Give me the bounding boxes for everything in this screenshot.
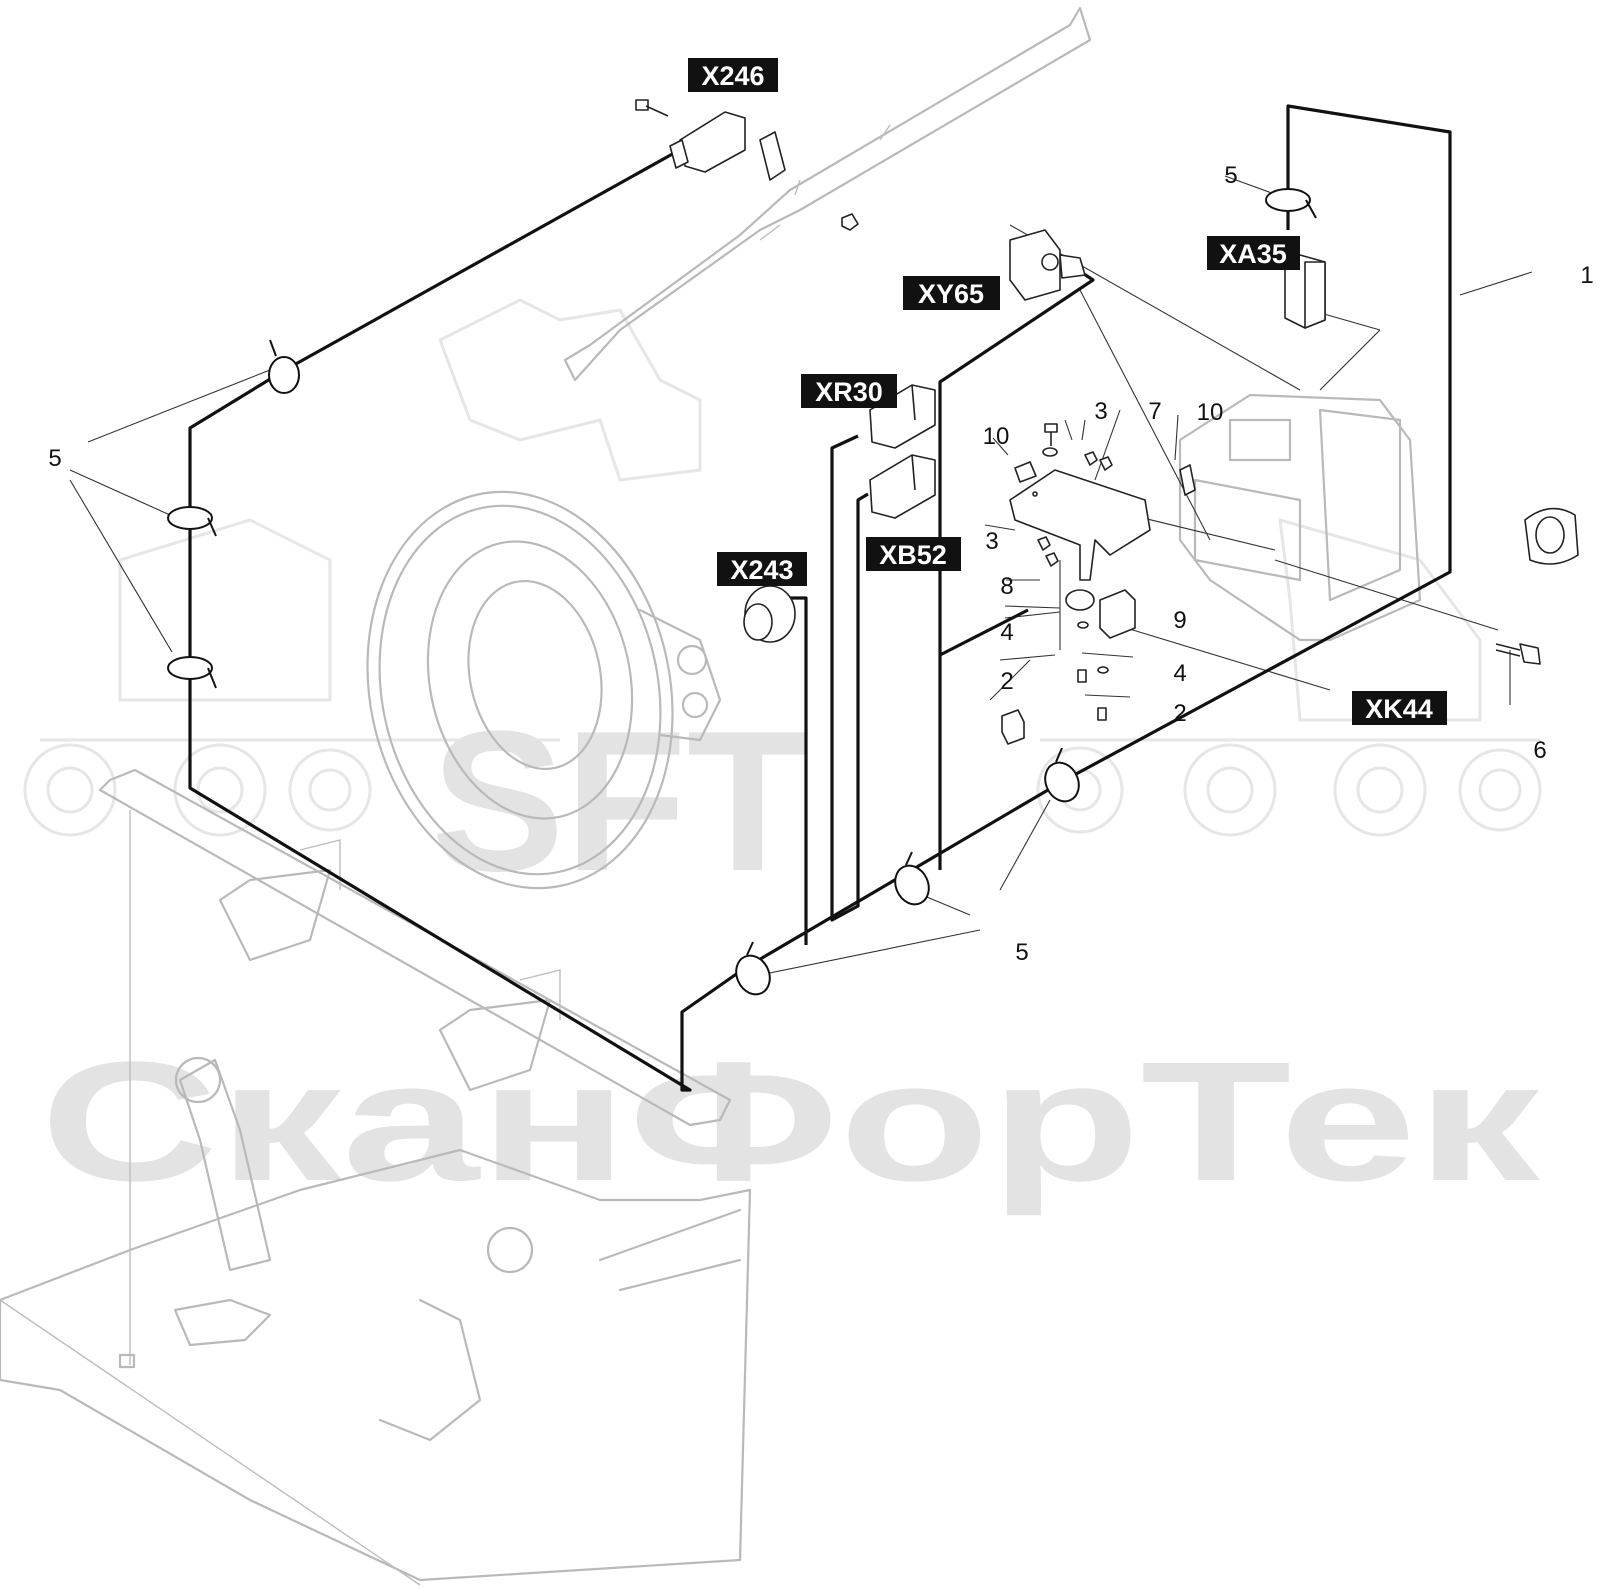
callout-4-left: 4 (1000, 619, 1013, 646)
clamp-icon (735, 941, 771, 996)
callout-5-left: 5 (48, 445, 61, 472)
ground-terminal-icon (1014, 461, 1037, 483)
clamp-icon (1265, 188, 1317, 219)
watermark-brand-text: СканФорТек (40, 1027, 1541, 1217)
relay-icon (1099, 589, 1136, 639)
callout-7: 7 (1148, 398, 1161, 425)
watermark-logo-text: SFT (431, 690, 809, 913)
harness-trunk-lower (744, 104, 1452, 970)
callout-5-bottom: 5 (1015, 939, 1028, 966)
tag-xr30-label: XR30 (815, 377, 883, 407)
hose-clamps (167, 188, 1317, 996)
tag-xr30: XR30 (801, 374, 897, 408)
nut-icon (1037, 536, 1051, 551)
clamp-icon (167, 506, 217, 537)
tag-xk44: XK44 (1352, 691, 1447, 725)
connector-x243-icon (743, 585, 796, 643)
grommet-icon (1524, 507, 1579, 565)
screw-icon (1044, 423, 1058, 446)
callout-1: 1 (1580, 262, 1593, 289)
harness-branch-xr30-xb52 (830, 434, 869, 922)
callout-3-mid: 3 (985, 528, 998, 555)
tag-xa35: XA35 (1207, 236, 1300, 270)
diode-icon (1065, 589, 1095, 611)
callout-4-right: 4 (1173, 660, 1186, 687)
tag-xy65: XY65 (903, 276, 1000, 310)
mounting-bracket-icon (1009, 469, 1151, 581)
tag-xy65-label: XY65 (918, 279, 984, 309)
nut-icon (841, 213, 859, 231)
ghost-frame (0, 810, 752, 1586)
tag-x246: X246 (688, 58, 778, 92)
washer-icon (1097, 666, 1109, 674)
fuse-icon (1001, 709, 1025, 745)
components (635, 99, 1579, 745)
tag-x243-label: X243 (730, 555, 793, 585)
washer-icon (1077, 621, 1089, 629)
callout-8: 8 (1000, 573, 1013, 600)
harness-branch-x243 (790, 596, 808, 945)
leader-lines (69, 175, 1533, 976)
tag-xb52: XB52 (866, 537, 961, 571)
ground-terminal-icon (1179, 464, 1196, 496)
watermark: SFT СканФорТек (23, 298, 1542, 1217)
washer-icon (1042, 447, 1058, 457)
screw-icon (1097, 707, 1107, 721)
connector-x246-icon (669, 111, 746, 173)
ghost-upper-bracket (563, 6, 1092, 382)
connector-xa35-icon (1284, 254, 1326, 329)
nut-icon (1099, 456, 1113, 471)
ghost-flywheel (366, 490, 722, 890)
clamp-icon (894, 851, 930, 906)
harness-branch-xk44 (939, 608, 1029, 657)
callout-2-left: 2 (1000, 668, 1013, 695)
callout-9: 9 (1173, 607, 1186, 634)
bolt-icon (1495, 643, 1541, 665)
clamp-icon (1044, 747, 1080, 803)
clamp-icon (167, 656, 217, 689)
tag-x243: X243 (717, 552, 807, 586)
nut-icon (1045, 552, 1059, 567)
solenoid-xy65-icon (1009, 229, 1086, 301)
callout-6: 6 (1533, 737, 1546, 764)
callout-10-right: 10 (1197, 399, 1224, 426)
tag-x246-label: X246 (701, 61, 764, 91)
callout-5-top-right: 5 (1224, 162, 1237, 189)
clip-icon (759, 131, 786, 181)
tag-xk44-label: XK44 (1365, 694, 1433, 724)
ghost-cross-beam (98, 768, 732, 1127)
bolt-icon (635, 99, 669, 117)
clamp-icon (268, 339, 300, 394)
nut-icon (1084, 451, 1098, 466)
callout-10-left: 10 (983, 423, 1010, 450)
connector-xb52-icon (869, 454, 936, 519)
callout-3-top: 3 (1094, 398, 1107, 425)
callout-numbers: 5 1 5 3 7 10 10 3 8 9 4 4 2 2 6 5 (48, 162, 1593, 966)
tag-xa35-label: XA35 (1219, 239, 1287, 269)
connector-tags: X246 XA35 XY65 XR30 XB52 X243 XK44 (688, 58, 1447, 725)
ghost-control-unit (1178, 393, 1422, 642)
screw-icon (1077, 669, 1087, 683)
tag-xb52-label: XB52 (879, 540, 947, 570)
callout-2-right: 2 (1173, 700, 1186, 727)
